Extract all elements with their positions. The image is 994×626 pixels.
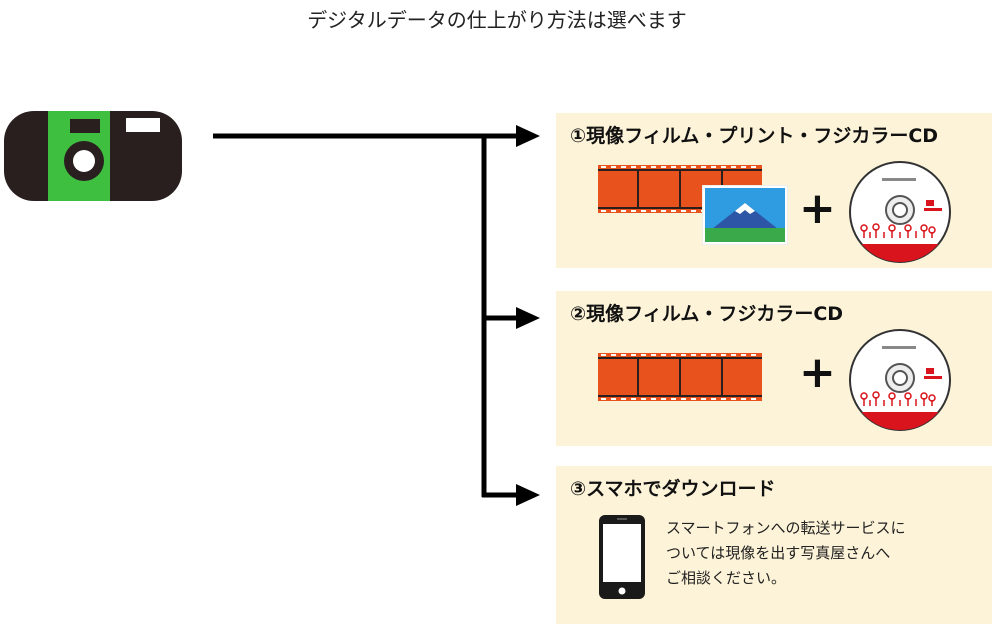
print-photo-icon — [702, 185, 788, 245]
description-line: スマートフォンへの転送サービスに — [666, 519, 906, 537]
page-title: デジタルデータの仕上がり方法は選べます — [307, 8, 687, 32]
cd-icon — [849, 329, 951, 431]
option-panel-1: ①現像フィルム・プリント・フジカラーCD — [556, 113, 992, 268]
smartphone-icon — [599, 515, 645, 599]
plus-sign: + — [799, 347, 836, 398]
description-line: ご相談ください。 — [666, 569, 787, 587]
disposable-camera-icon — [4, 111, 182, 201]
option-title: ③スマホでダウンロード — [570, 478, 776, 500]
option-panel-3: ③スマホでダウンロード スマートフォンへの転送サービスに ついては現像を出す写真… — [556, 466, 992, 624]
film-icon — [598, 353, 762, 401]
option-panel-2: ②現像フィルム・フジカラーCD + — [556, 291, 992, 446]
cd-icon — [849, 161, 951, 263]
option-title: ①現像フィルム・プリント・フジカラーCD — [570, 125, 939, 147]
plus-sign: + — [799, 183, 836, 234]
download-description: スマートフォンへの転送サービスに ついては現像を出す写真屋さんへ ご相談ください… — [666, 516, 906, 591]
description-line: ついては現像を出す写真屋さんへ — [666, 544, 891, 562]
option-title: ②現像フィルム・フジカラーCD — [570, 303, 844, 325]
